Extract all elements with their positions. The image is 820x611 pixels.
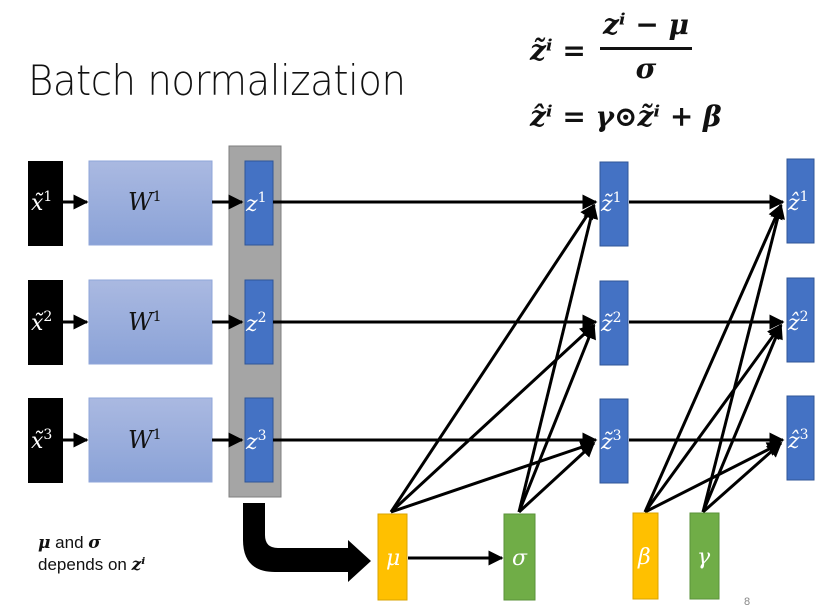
beta-to-row2-arrow	[643, 323, 783, 513]
sigma-label: σ	[512, 546, 528, 571]
gamma-label: γ	[697, 545, 711, 570]
z-label-sup: 3	[258, 428, 267, 444]
ztilde-label-base: z̃	[600, 312, 613, 337]
ztilde-label: z̃3	[600, 428, 622, 455]
input-label: x̃2	[31, 309, 52, 336]
sigma-to-row2-arrow	[517, 323, 596, 513]
bent-arrow-icon	[243, 503, 371, 582]
note-text: μ and σ depends on zⁱ	[38, 532, 145, 576]
input-label: x̃3	[31, 427, 52, 454]
input-label-sup: 3	[43, 427, 52, 443]
z-label: z3	[245, 428, 267, 455]
note-depends: depends on	[38, 555, 132, 574]
z-label: z1	[245, 190, 267, 217]
zhat-box	[786, 277, 815, 363]
input-label-base: x̃	[31, 191, 44, 216]
sigma-box	[503, 513, 536, 601]
z-label-sup: 1	[258, 190, 267, 206]
weight-label-sup: 1	[153, 427, 162, 443]
fraction-bar	[600, 47, 692, 50]
z-label-base: z	[245, 312, 258, 337]
formula-normalize-denominator: σ	[635, 52, 657, 85]
note-sigma: σ	[88, 533, 101, 553]
sigma-to-row1-arrow	[517, 203, 599, 513]
z-label-base: z	[245, 430, 258, 455]
z-label: z2	[245, 310, 267, 337]
zhat-label-sup: 2	[800, 309, 809, 325]
input-label-base: x̃	[31, 311, 44, 336]
ztilde-label-base: z̃	[600, 430, 613, 455]
zhat-label-sup: 3	[800, 427, 809, 443]
zhat-label-base: ẑ	[787, 429, 800, 454]
gamma-to-row1-arrow	[701, 203, 785, 513]
input-label-sup: 2	[43, 309, 52, 325]
weight-label-sup: 1	[153, 189, 162, 205]
ztilde-label-sup: 1	[613, 190, 622, 206]
ztilde-box	[599, 161, 629, 247]
weight-box	[88, 397, 213, 483]
input-box	[28, 280, 63, 365]
zhat-label: ẑ2	[787, 309, 809, 336]
weight-label: W1	[128, 308, 162, 336]
zhat-label-sup: 1	[800, 189, 809, 205]
zhat-label: ẑ1	[787, 189, 809, 216]
mu-to-row2-arrow	[389, 323, 596, 514]
note-and: and	[50, 533, 89, 552]
input-label-base: x̃	[31, 429, 44, 454]
mu-box	[377, 513, 408, 601]
zhat-box	[786, 158, 815, 244]
weight-label-base: W	[128, 308, 155, 336]
formula-normalize-numerator: zⁱ − μ	[602, 8, 690, 41]
beta-label: β	[637, 545, 651, 570]
input-box	[28, 161, 63, 246]
weight-label: W1	[128, 426, 162, 454]
zhat-label-base: ẑ	[787, 191, 800, 216]
weight-label-base: W	[128, 426, 155, 454]
z-box	[244, 279, 274, 365]
formula-scale-shift: ẑⁱ = γ⊙z̃ⁱ + β	[530, 100, 722, 133]
ztilde-label-base: z̃	[600, 192, 613, 217]
z-box	[244, 397, 274, 483]
page-number: 8	[744, 596, 751, 608]
mu-to-row3-arrow	[390, 440, 596, 514]
weight-label-base: W	[128, 188, 155, 216]
ztilde-label: z̃2	[600, 310, 622, 337]
zhat-label: ẑ3	[787, 427, 809, 454]
slide-title: Batch normalization	[28, 56, 406, 105]
z-label-base: z	[245, 192, 258, 217]
weight-box	[88, 279, 213, 365]
gamma-box	[689, 512, 720, 600]
note-mu: μ	[38, 533, 51, 553]
note-z: zⁱ	[131, 555, 146, 575]
ztilde-label-sup: 2	[613, 310, 622, 326]
input-label-sup: 1	[43, 189, 52, 205]
ztilde-box	[599, 398, 629, 484]
gamma-to-row2-arrow	[701, 323, 783, 513]
weight-label-sup: 1	[153, 309, 162, 325]
ztilde-label-sup: 3	[613, 428, 622, 444]
input-label: x̃1	[31, 189, 52, 216]
weight-box	[88, 160, 213, 246]
sigma-to-row3-arrow	[517, 441, 596, 514]
mu-label: μ	[386, 546, 400, 571]
z-label-sup: 2	[258, 310, 267, 326]
beta-box	[632, 512, 659, 600]
weight-label: W1	[128, 188, 162, 216]
mu-to-row1-arrow	[389, 203, 596, 513]
ztilde-box	[599, 280, 629, 366]
formula-normalize-lhs: z̃ⁱ =	[530, 34, 586, 67]
zhat-label-base: ẑ	[787, 311, 800, 336]
zhat-box	[786, 395, 815, 481]
ztilde-label: z̃1	[600, 190, 622, 217]
input-box	[28, 398, 63, 483]
beta-to-row1-arrow	[643, 203, 783, 513]
gamma-to-row3-arrow	[702, 441, 783, 514]
